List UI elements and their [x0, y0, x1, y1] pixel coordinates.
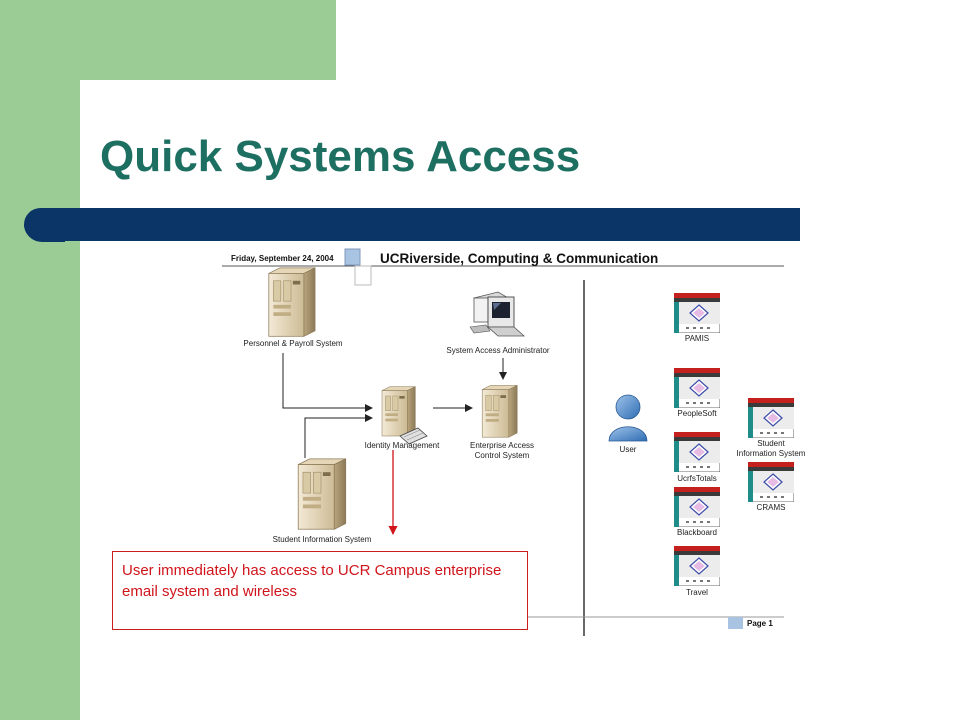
- ucrfs-label: UcrfsTotals: [677, 474, 717, 483]
- access-note-text: User immediately has access to UCR Campu…: [122, 562, 502, 600]
- user-icon: [608, 394, 648, 442]
- peoplesoft-label: PeopleSoft: [677, 409, 717, 418]
- personnel-label: Personnel & Payroll System: [243, 339, 342, 348]
- crams-app-icon: [748, 462, 794, 502]
- blackboard-label: Blackboard: [677, 528, 717, 537]
- crams-label: CRAMS: [757, 503, 786, 512]
- travel-app-icon: [674, 546, 720, 586]
- student-info-label: Student Information System: [273, 535, 372, 544]
- personnel-server-icon: [268, 267, 316, 337]
- sis-label-line1: Student: [757, 439, 785, 448]
- diagram-header: UCRiverside, Computing & Communication: [380, 251, 658, 266]
- identity-label: Identity Management: [365, 441, 440, 450]
- enterprise-label-line2: Control System: [475, 451, 530, 460]
- sis-app-icon: [748, 398, 794, 438]
- sysadmin-workstation-icon: [469, 291, 526, 337]
- identity-keyboard-icon: [399, 427, 428, 445]
- page-label: Page 1: [747, 619, 773, 628]
- title-bar: [24, 208, 800, 241]
- slide-title: Quick Systems Access: [100, 132, 581, 181]
- enterprise-label-line1: Enterprise Access: [470, 441, 534, 450]
- page-corner-icon: [344, 248, 372, 286]
- sis-label-line2: Information System: [737, 449, 806, 458]
- pamis-app-icon: [674, 293, 720, 333]
- user-label: User: [620, 445, 637, 454]
- connector-student-identity: [304, 414, 373, 458]
- enterprise-server-icon: [481, 385, 518, 438]
- access-note-box: User immediately has access to UCR Campu…: [112, 551, 528, 630]
- blackboard-app-icon: [674, 487, 720, 527]
- connector-personnel-identity: [282, 353, 373, 412]
- ucrfs-app-icon: [674, 432, 720, 472]
- page-footer-icon: [728, 617, 743, 629]
- sysadmin-label: System Access Administrator: [446, 346, 549, 355]
- diagram-date: Friday, September 24, 2004: [231, 254, 334, 263]
- student-info-server-icon: [297, 458, 347, 530]
- identity-server-icon: [381, 386, 416, 437]
- travel-label: Travel: [686, 588, 708, 597]
- top-green-band: [0, 0, 336, 80]
- pamis-label: PAMIS: [685, 334, 709, 343]
- left-green-band: [0, 0, 80, 720]
- peoplesoft-app-icon: [674, 368, 720, 408]
